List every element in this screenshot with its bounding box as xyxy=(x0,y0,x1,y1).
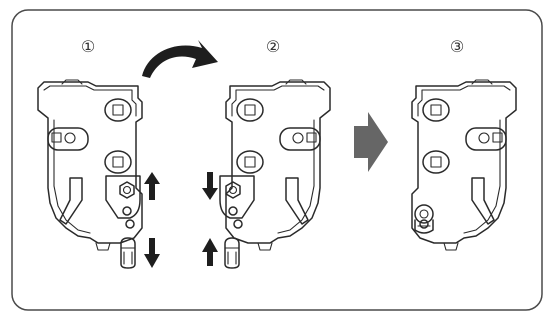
step-2-bracket xyxy=(225,79,331,251)
step-2-nut-icon xyxy=(225,181,241,199)
step-2-fastener-outline xyxy=(219,175,255,219)
step-3-installed-fastener-icon xyxy=(414,204,434,234)
diagram-frame xyxy=(11,9,543,311)
step-2-up-arrow-icon xyxy=(202,238,218,266)
step-1-nut-icon xyxy=(119,181,135,199)
step-1-label: ① xyxy=(81,37,95,56)
flip-arrow-icon xyxy=(142,40,218,78)
step-2-down-arrow-icon xyxy=(202,172,218,200)
step-1-up-arrow-icon xyxy=(144,172,160,200)
step-2-post-icon xyxy=(224,237,240,269)
next-step-arrow-icon xyxy=(354,112,388,172)
step-1-bracket xyxy=(37,79,143,251)
step-3-label: ③ xyxy=(450,37,464,56)
step-1-washer-icon xyxy=(122,206,132,216)
step-2-label: ② xyxy=(266,37,280,56)
step-1-down-arrow-icon xyxy=(144,238,160,268)
step-2-washer-icon xyxy=(228,206,238,216)
step-1-fastener-outline xyxy=(105,175,141,219)
step-3-bracket xyxy=(411,79,517,251)
